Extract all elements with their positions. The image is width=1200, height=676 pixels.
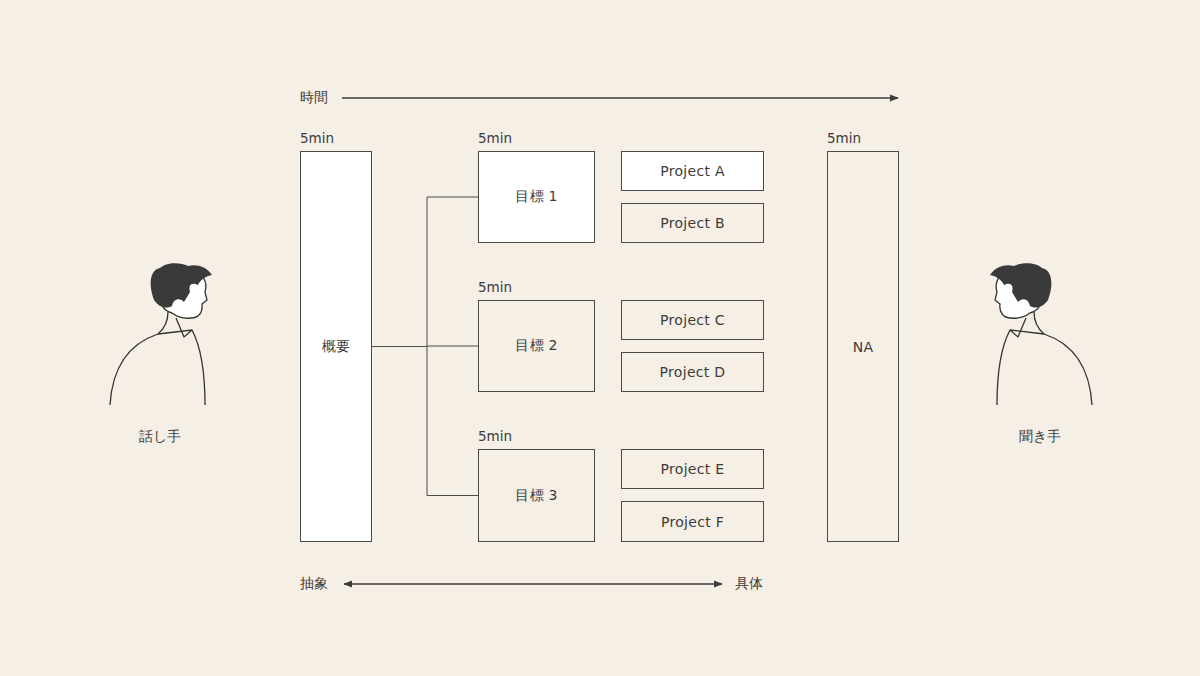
project-box: Project C	[621, 300, 764, 340]
project-box: Project D	[621, 352, 764, 392]
box-text: Project C	[660, 312, 725, 328]
overview-box: 概要	[300, 151, 372, 542]
box-text: Project B	[660, 215, 725, 231]
project-box: Project A	[621, 151, 764, 191]
role-label: 聞き手	[1019, 428, 1061, 446]
axis-label: 具体	[735, 575, 763, 593]
box-text: Project A	[660, 163, 725, 179]
box-text: NA	[853, 339, 874, 355]
connector-line	[372, 197, 478, 347]
abstraction-arrow	[344, 583, 722, 584]
box-text: 目標 3	[515, 487, 558, 505]
duration-label: 5min	[827, 130, 861, 146]
duration-label: 5min	[478, 279, 512, 295]
role-label: 話し手	[139, 428, 181, 446]
duration-label: 5min	[478, 428, 512, 444]
duration-label: 5min	[478, 130, 512, 146]
box-text: Project F	[661, 514, 724, 530]
goal-box: 目標 3	[478, 449, 595, 542]
goal-box: 目標 1	[478, 151, 595, 243]
axis-label: 抽象	[300, 575, 328, 593]
project-box: Project E	[621, 449, 764, 489]
connector-line	[372, 347, 478, 496]
time-arrow	[342, 97, 898, 98]
project-box: Project B	[621, 203, 764, 243]
box-text: Project E	[661, 461, 725, 477]
box-text: 目標 1	[515, 188, 558, 206]
axis-label: 時間	[300, 89, 328, 107]
box-text: 目標 2	[515, 337, 558, 355]
listener-figure	[990, 263, 1092, 405]
box-text: 概要	[322, 338, 351, 356]
duration-label: 5min	[300, 130, 334, 146]
na-box: NA	[827, 151, 899, 542]
speaker-figure	[110, 263, 212, 405]
goal-box: 目標 2	[478, 300, 595, 392]
box-text: Project D	[660, 364, 726, 380]
project-box: Project F	[621, 501, 764, 542]
